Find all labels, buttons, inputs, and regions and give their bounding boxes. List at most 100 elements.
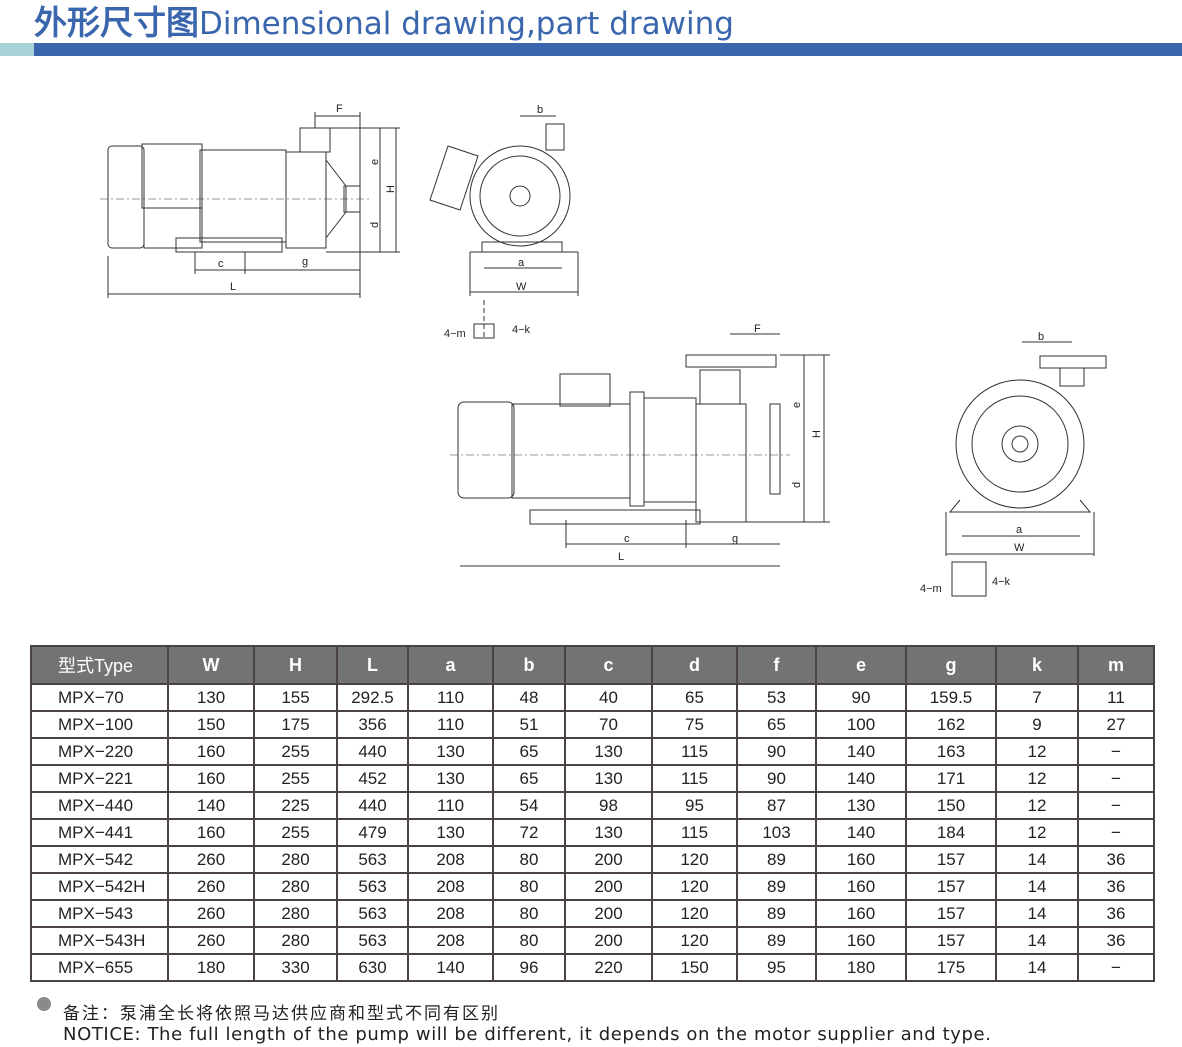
- cell-c: 200: [564, 872, 653, 901]
- cell-d: 75: [651, 710, 738, 739]
- cell-e: 90: [815, 683, 907, 712]
- label-F: F: [336, 103, 343, 115]
- cell-e: 160: [815, 899, 907, 928]
- title-en: Dimensional drawing,part drawing: [199, 6, 734, 42]
- cell-model: MPX−440: [30, 791, 169, 820]
- cell-a: 130: [407, 764, 494, 793]
- cell-W: 260: [167, 872, 255, 901]
- cell-model: MPX−221: [30, 764, 169, 793]
- cell-e: 180: [815, 953, 907, 982]
- cell-H: 255: [253, 818, 338, 847]
- label-L-large: L: [618, 551, 624, 563]
- cell-L: 563: [336, 899, 409, 928]
- cell-g: 162: [905, 710, 997, 739]
- cell-c: 70: [564, 710, 653, 739]
- cell-a: 130: [407, 818, 494, 847]
- cell-b: 65: [492, 764, 566, 793]
- cell-e: 140: [815, 818, 907, 847]
- label-e: e: [369, 159, 381, 165]
- label-g-large: g: [732, 533, 738, 545]
- column-header-g: g: [905, 646, 997, 685]
- cell-W: 140: [167, 791, 255, 820]
- bullet-icon: [37, 997, 51, 1011]
- cell-d: 120: [651, 926, 738, 955]
- cell-model: MPX−655: [30, 953, 169, 982]
- cell-f: 89: [736, 899, 817, 928]
- cell-W: 260: [167, 845, 255, 874]
- cell-b: 96: [492, 953, 566, 982]
- cell-k: 7: [995, 683, 1079, 712]
- cell-a: 208: [407, 872, 494, 901]
- cell-b: 80: [492, 899, 566, 928]
- cell-W: 260: [167, 899, 255, 928]
- cell-model: MPX−543H: [30, 926, 169, 955]
- column-header-b: b: [492, 646, 566, 685]
- label-a-large: a: [1016, 524, 1023, 536]
- cell-m: −: [1077, 764, 1155, 793]
- cell-L: 452: [336, 764, 409, 793]
- cell-b: 80: [492, 872, 566, 901]
- cell-model: MPX−70: [30, 683, 169, 712]
- cell-e: 160: [815, 845, 907, 874]
- label-W: W: [516, 281, 527, 293]
- cell-b: 51: [492, 710, 566, 739]
- cell-H: 280: [253, 872, 338, 901]
- column-header-c: c: [564, 646, 653, 685]
- cell-d: 150: [651, 953, 738, 982]
- cell-d: 120: [651, 899, 738, 928]
- cell-f: 89: [736, 872, 817, 901]
- cell-a: 110: [407, 791, 494, 820]
- cell-d: 120: [651, 872, 738, 901]
- small-pump-front-view: b a W 4−m 4−k: [429, 104, 579, 340]
- cell-c: 130: [564, 737, 653, 766]
- cell-d: 120: [651, 845, 738, 874]
- cell-c: 220: [564, 953, 653, 982]
- cell-b: 72: [492, 818, 566, 847]
- column-header-type: 型式Type: [30, 646, 169, 685]
- cell-H: 175: [253, 710, 338, 739]
- cell-k: 12: [995, 737, 1079, 766]
- cell-a: 110: [407, 710, 494, 739]
- cell-f: 95: [736, 953, 817, 982]
- cell-H: 255: [253, 737, 338, 766]
- cell-L: 440: [336, 737, 409, 766]
- cell-d: 115: [651, 737, 738, 766]
- cell-f: 65: [736, 710, 817, 739]
- cell-model: MPX−543: [30, 899, 169, 928]
- cell-m: 36: [1077, 926, 1155, 955]
- cell-f: 89: [736, 845, 817, 874]
- cell-model: MPX−220: [30, 737, 169, 766]
- large-pump-front-view: b a W 4−m 4−k: [920, 331, 1107, 597]
- cell-a: 130: [407, 737, 494, 766]
- cell-g: 150: [905, 791, 997, 820]
- column-header-H: H: [253, 646, 338, 685]
- cell-k: 14: [995, 926, 1079, 955]
- page-title: 外形尺寸图Dimensional drawing,part drawing: [34, 0, 734, 44]
- cell-m: −: [1077, 953, 1155, 982]
- cell-L: 356: [336, 710, 409, 739]
- cell-model: MPX−100: [30, 710, 169, 739]
- label-L: L: [230, 281, 236, 293]
- label-H-large: H: [811, 430, 823, 438]
- cell-c: 130: [564, 818, 653, 847]
- label-F-large: F: [754, 323, 761, 335]
- cell-f: 103: [736, 818, 817, 847]
- header-bar: [34, 43, 1182, 56]
- cell-e: 130: [815, 791, 907, 820]
- cell-k: 14: [995, 899, 1079, 928]
- cell-b: 80: [492, 926, 566, 955]
- column-header-f: f: [736, 646, 817, 685]
- label-g: g: [302, 256, 308, 268]
- cell-L: 563: [336, 872, 409, 901]
- cell-L: 440: [336, 791, 409, 820]
- label-b-large: b: [1038, 331, 1044, 343]
